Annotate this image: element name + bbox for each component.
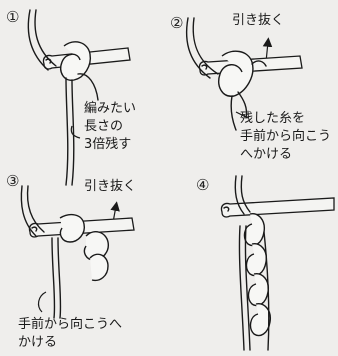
step-1-number: ① (6, 8, 19, 26)
step-1-label-1: 編みたい (84, 100, 136, 116)
step-2-label-2: 手前から向こう (240, 128, 331, 144)
step-3-label-pull: 引き抜く (84, 178, 136, 194)
step-2: ② 引き抜く 残した糸を 手前から向こう へかける (170, 12, 331, 162)
step-2-leader (235, 111, 249, 119)
step-4: ④ (196, 175, 335, 351)
chain-stitches (234, 175, 271, 351)
yarn-2 (185, 17, 267, 131)
step-2-label-pull: 引き抜く (232, 12, 284, 28)
step-2-label-1: 残した糸を (240, 111, 305, 126)
step-3-label-2: かける (18, 335, 57, 350)
yarn-1 (27, 9, 99, 186)
step-4-number: ④ (196, 176, 209, 194)
step-3-label-1: 手前から向こうへ (18, 316, 122, 332)
step-2-number: ② (170, 14, 183, 32)
step-1-label-3: 3倍残す (84, 137, 131, 152)
yarn-3 (20, 185, 109, 319)
step-3-leader (37, 291, 47, 313)
step-1: ① 編みたい 長さの 3倍残す (6, 8, 136, 186)
step-1-label-2: 長さの (84, 119, 123, 134)
step-2-label-3: へかける (240, 147, 292, 162)
step-1-leader (70, 125, 81, 139)
step-3: ③ 引き抜く 手前から向こうへ かける (6, 172, 136, 350)
crochet-hook-4 (220, 197, 335, 218)
step-3-number: ③ (6, 172, 19, 190)
